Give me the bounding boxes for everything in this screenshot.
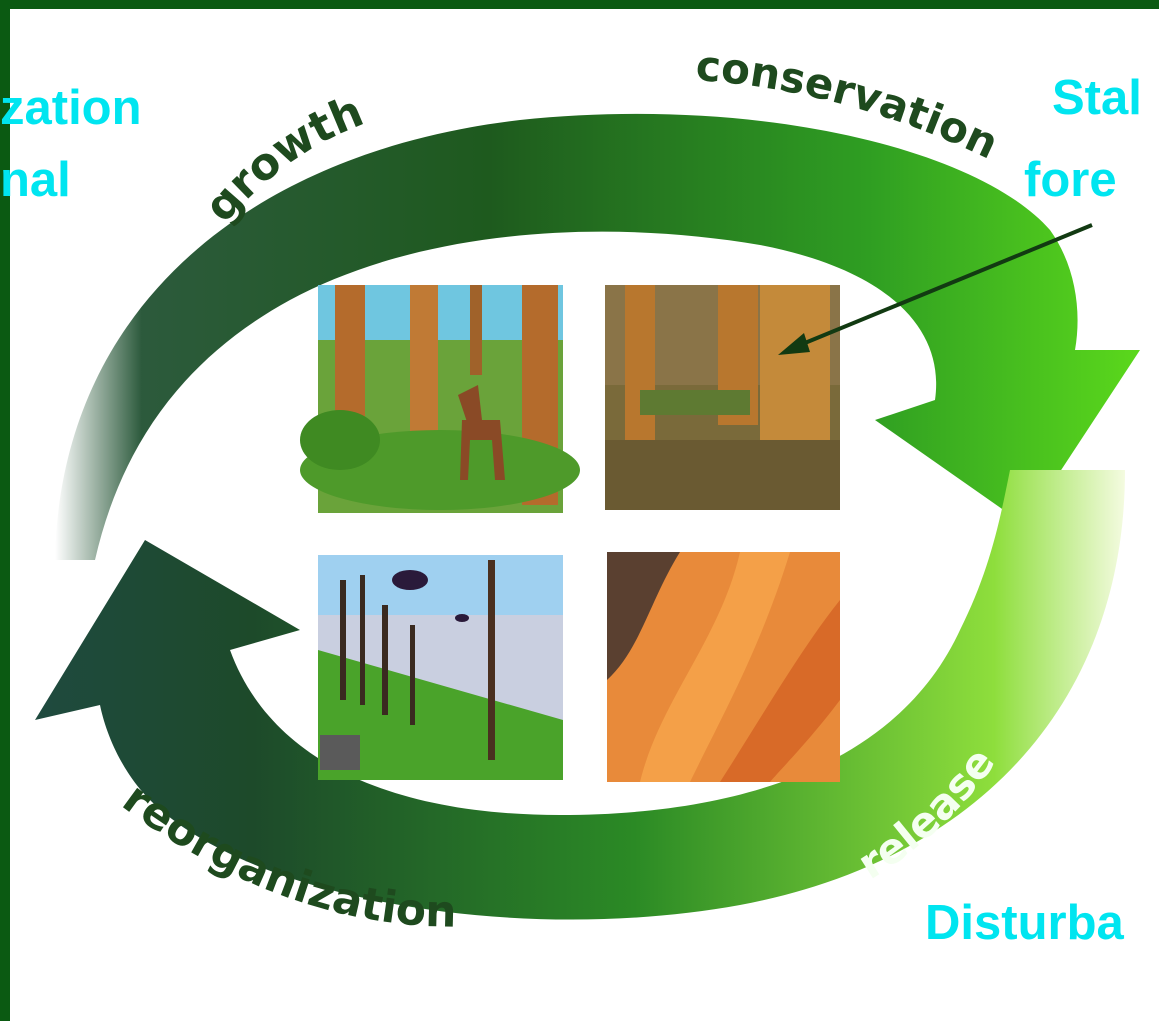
- annotation-top-left-line1: zation: [0, 81, 142, 135]
- regrowth-panel: [318, 555, 563, 780]
- slide-frame-left: [0, 0, 10, 1021]
- mature-forest-panel: [605, 285, 840, 510]
- pointer-arrow-line: [799, 223, 1093, 347]
- annotation-top-right-line1: Stal: [1052, 71, 1142, 125]
- annotation-top-right-line2: fore: [1024, 153, 1117, 207]
- fire-panel: [607, 552, 840, 782]
- pointer-arrowhead: [778, 333, 810, 355]
- annotation-top-left-line2: nal: [0, 153, 71, 207]
- annotation-bottom-right: Disturba: [925, 896, 1124, 950]
- slide-frame-top: [0, 0, 1159, 9]
- young-forest-panel: [300, 285, 580, 513]
- upper-cycle-arrow: [55, 113, 1140, 560]
- lower-cycle-arrow: [35, 470, 1125, 920]
